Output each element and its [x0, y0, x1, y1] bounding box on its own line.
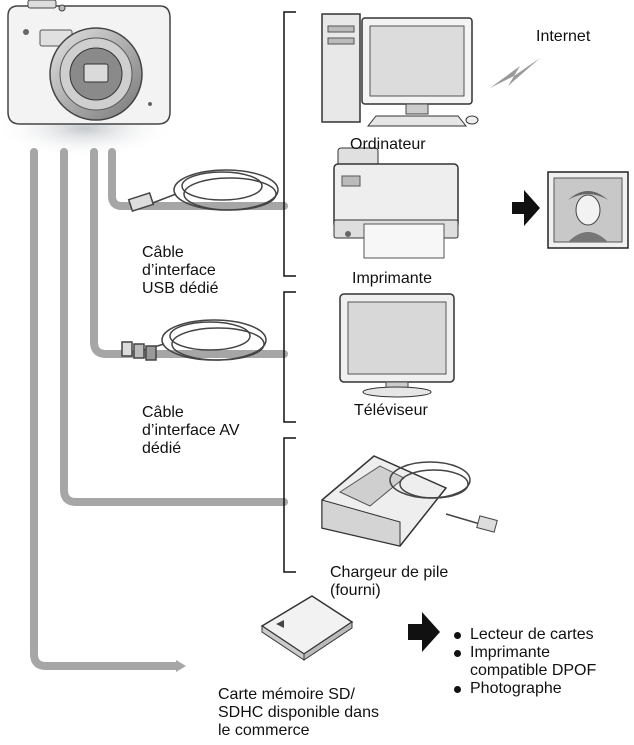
bullet-icon: [454, 632, 461, 639]
tv-label: Téléviseur: [354, 402, 428, 419]
printer-label: Imprimante: [352, 270, 433, 287]
av-cable: [121, 319, 267, 361]
printed-photo: [547, 171, 629, 249]
bullet-icon: [454, 686, 461, 693]
sd-arrowhead: [176, 660, 186, 672]
camera: [0, 0, 175, 158]
sd-arrow-icon: [408, 612, 440, 652]
charger-label: Chargeur de pile (fourni): [330, 564, 449, 599]
sd-card: [260, 595, 354, 661]
sd-card-label: Carte mémoire SD/ SDHC disponible dans l…: [218, 686, 379, 739]
connector-lines: [30, 148, 288, 670]
internet-label: Internet: [536, 28, 591, 45]
television: [339, 293, 455, 398]
charger: [321, 455, 498, 547]
device-brackets: [283, 11, 296, 573]
usb-cable: [127, 169, 279, 213]
av-cable-label: Câble d’interface AV dédié: [142, 404, 240, 457]
sd-use-item: Lecteur de cartes: [454, 626, 596, 644]
internet-link-icon: [490, 58, 540, 88]
sd-use-item: Photographe: [454, 680, 596, 698]
bullet-icon: [454, 650, 461, 657]
printer: [333, 147, 459, 259]
usb-cable-label: Câble d’interface USB dédié: [142, 244, 219, 297]
print-arrow-icon: [512, 190, 540, 226]
computer-label: Ordinateur: [350, 136, 426, 153]
computer: [321, 13, 479, 127]
